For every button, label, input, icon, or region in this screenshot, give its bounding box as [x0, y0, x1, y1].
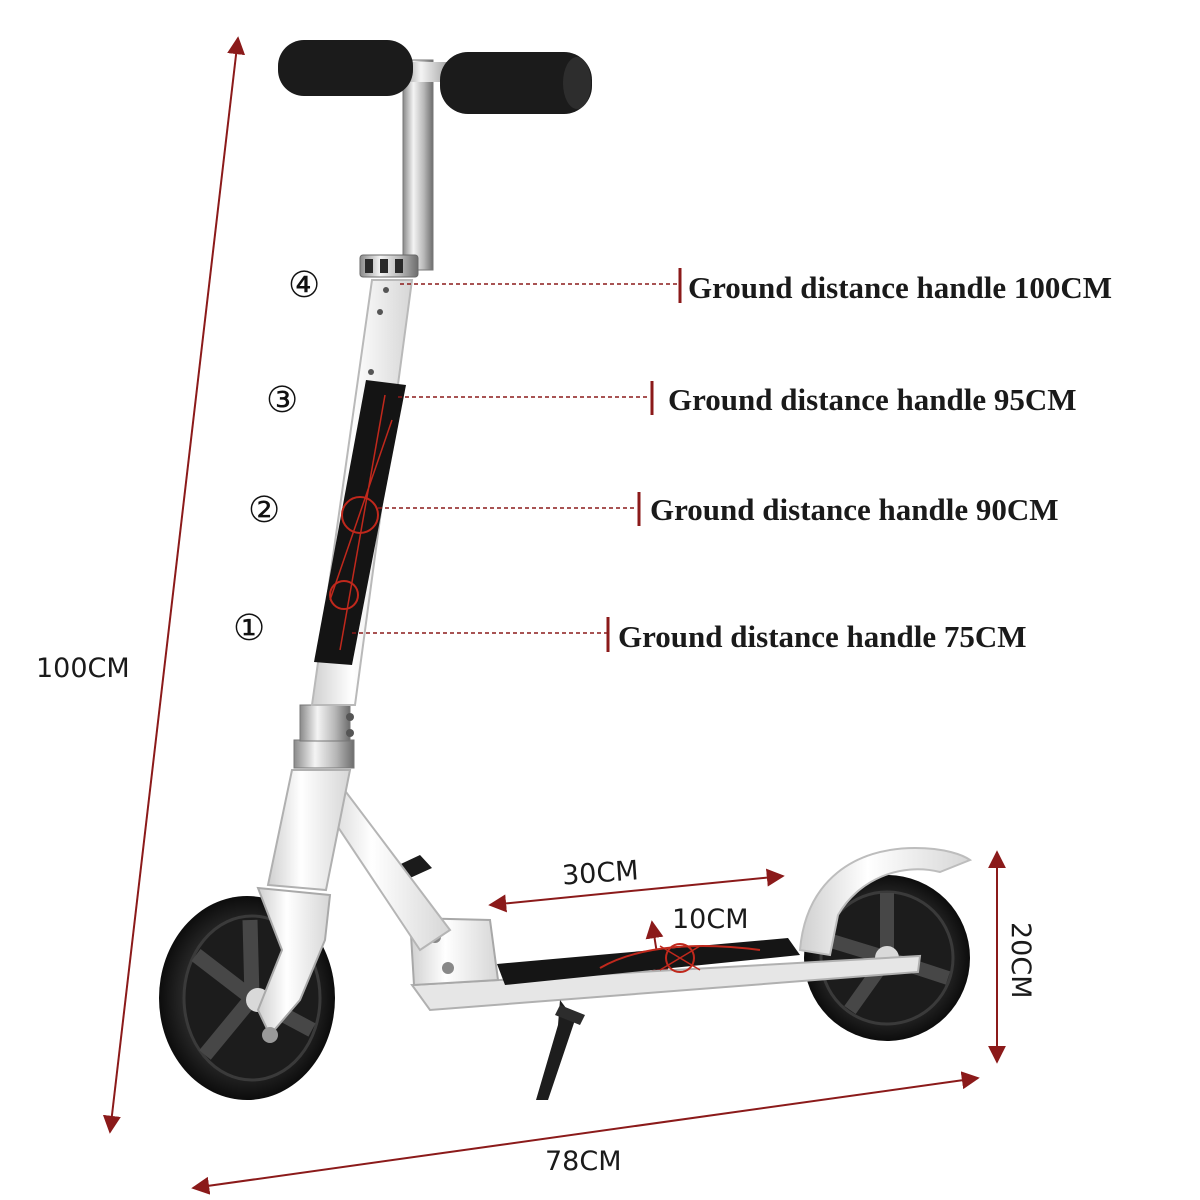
stem-graphic: [314, 380, 406, 665]
height-clamp: [299, 704, 351, 742]
height-clamp-lower: [293, 739, 355, 769]
upper-stem: [402, 59, 434, 271]
deck-length-label: 30CM: [561, 855, 639, 891]
front-fork: [256, 886, 332, 1037]
callout-75cm: Ground distance handle 75CM: [618, 619, 1027, 654]
total-length-label: 78CM: [545, 1146, 622, 1177]
deck-length-line: [488, 868, 785, 913]
position-marker-2: ②: [248, 490, 280, 531]
total-length-line: [191, 1071, 980, 1195]
total-height-line: [102, 36, 246, 1134]
wheel-height-label: 20CM: [1005, 922, 1036, 999]
steering-column: [266, 769, 352, 892]
position-marker-3: ③: [266, 380, 298, 421]
callout-100cm: Ground distance handle 100CM: [688, 270, 1113, 305]
callout-95cm: Ground distance handle 95CM: [668, 382, 1077, 417]
callout-90cm: Ground distance handle 90CM: [650, 492, 1059, 527]
height-lock: [359, 254, 419, 278]
deck: [410, 954, 922, 1012]
left-grip: [278, 40, 413, 96]
position-marker-1: ①: [233, 608, 265, 649]
position-marker-4: ④: [288, 265, 320, 306]
rear-fender: [798, 846, 973, 957]
deck-height-label: 10CM: [672, 904, 749, 935]
total-height-label: 100CM: [36, 653, 130, 684]
kickstand: [536, 1000, 575, 1100]
deck-grip: [497, 938, 800, 985]
right-grip: [440, 52, 592, 114]
